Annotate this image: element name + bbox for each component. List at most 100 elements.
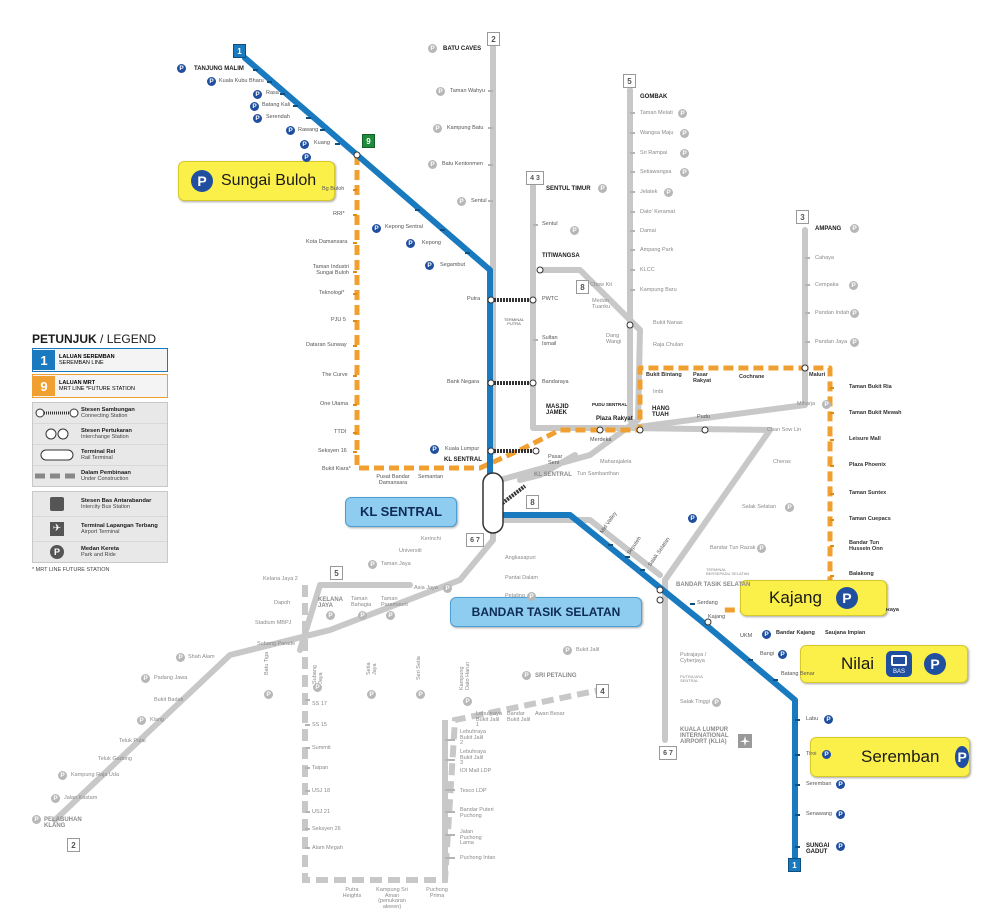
station-label: Maluri — [809, 372, 826, 378]
station-label: Ampang Park — [640, 247, 674, 253]
parking-icon: P — [824, 715, 833, 724]
station-label: Bandar Bukit Jalil — [507, 711, 531, 723]
station-label: Batu Kentonmen — [442, 161, 483, 167]
station-label: Taman Bukit Ria — [849, 384, 892, 390]
station-label: Miharja — [797, 401, 816, 407]
parking-icon: P — [302, 153, 311, 162]
station-label: UKM — [740, 633, 753, 639]
station-label: Serdang Raya — [885, 608, 899, 613]
station-label: Taman Cuepacs — [849, 516, 891, 522]
station-label: Sentul — [471, 198, 487, 204]
station-label: Alam Megah — [312, 845, 343, 851]
station-label: Putrajaya / Cyberjaya — [680, 652, 707, 664]
station-label: Cempaka — [815, 282, 839, 288]
station-label: Bank Negara — [447, 379, 480, 385]
station-label: Rawang — [298, 127, 319, 133]
kl-sentral-terminal — [482, 472, 504, 534]
parking-icon: P — [416, 690, 425, 699]
station-label: KLCC — [640, 267, 655, 273]
station-label: Kepong Sentral — [385, 224, 423, 230]
parking-icon: P — [924, 653, 947, 675]
parking-icon: P — [372, 224, 381, 233]
bus-icon: BAS — [886, 651, 913, 677]
station-label: Putra Heights — [342, 887, 362, 899]
parking-icon: P — [680, 129, 689, 138]
station-label: Segambut — [440, 262, 466, 268]
parking-icon: P — [313, 683, 322, 692]
line-5-top-badge: 5 — [623, 74, 636, 88]
seremban-line — [242, 55, 798, 863]
parking-icon: P — [463, 697, 472, 706]
station-label: Damai — [640, 228, 656, 234]
parking-icon: P — [850, 224, 859, 233]
parking-icon: P — [176, 653, 185, 662]
line-8-badge-b: 8 — [526, 495, 539, 509]
line-9-badge: 9 — [362, 134, 375, 148]
station-label: Bangi — [760, 651, 775, 657]
station-label: Chow Kit — [590, 282, 613, 288]
station-label: Serdang — [697, 600, 718, 606]
station-label: USJ 18 — [312, 788, 331, 794]
station-label: Summit — [312, 745, 331, 751]
station-label: Cochrane — [739, 374, 765, 380]
station-label: Kampung Raja Uda — [71, 772, 120, 778]
station-label: Saujana Impian — [825, 630, 866, 636]
station-label: KELANA JAYA — [318, 597, 343, 609]
parking-icon: P — [680, 149, 689, 158]
station-label: Chan Sow Lin — [767, 427, 802, 433]
parking-icon: P — [368, 560, 377, 569]
station-label: Tiroi — [806, 751, 817, 757]
station-label: SENTUL TIMUR — [546, 186, 591, 192]
station-label: Tesco LDP — [460, 788, 487, 794]
station-label: Seri Setia — [416, 656, 422, 680]
station-label: Teknologi* — [319, 290, 345, 296]
parking-icon: P — [678, 109, 687, 118]
station-label: KUALA LUMPUR INTERNATIONAL AIRPORT (KLIA… — [680, 727, 729, 745]
parking-icon: P — [207, 77, 216, 86]
station-label: Leisure Mall — [849, 436, 881, 442]
line-3-badge: 3 — [796, 210, 809, 224]
station-label: Teluk Pulai — [119, 738, 146, 744]
kl-sentral-callout: KL SENTRAL — [345, 497, 457, 527]
station-label: The Curve — [322, 372, 348, 378]
bandar-tasik-selatan-callout: BANDAR TASIK SELATAN — [450, 597, 642, 627]
parking-icon: P — [664, 188, 673, 197]
station-label: Jelatek — [640, 189, 658, 195]
parking-icon: P — [598, 184, 607, 193]
station-label: Puchong Prima — [426, 887, 448, 899]
station-label: Bukit Bintang — [646, 372, 682, 378]
parking-icon: P — [443, 584, 452, 593]
station-label: Maharajalela — [600, 459, 632, 465]
parking-icon: P — [850, 309, 859, 318]
station-label: Taman Suntex — [849, 490, 887, 496]
parking-icon: P — [177, 64, 186, 73]
station-label: Sultan Ismail — [542, 335, 558, 347]
parking-icon: P — [955, 746, 969, 768]
monorail-line — [517, 267, 643, 483]
station-label: Setiawangsa — [640, 169, 672, 175]
parking-icon: P — [386, 611, 395, 620]
station-label: Kampung Batu — [447, 125, 484, 131]
kajang-callout: Kajang P — [740, 580, 887, 616]
station-label: Lebuhraya Bukit Jalil 3 — [460, 749, 486, 766]
station-label: Batu Tiga — [264, 651, 270, 675]
callout-label: Nilai — [841, 654, 875, 673]
station-label: Dang Wangi — [606, 333, 622, 345]
station-label: Seksyen 26 — [312, 826, 341, 832]
parking-icon: P — [785, 503, 794, 512]
station-label: TERMINAL PUTRA — [503, 317, 525, 326]
station-label: Kajang — [708, 614, 726, 620]
station-label: Bukit Nanas — [653, 320, 683, 326]
station-label: Salak Selatan — [742, 504, 776, 510]
sungai-buloh-callout: P Sungai Buloh — [178, 161, 335, 201]
station-label: Lebuhraya Bukit Jalil 2 — [460, 729, 486, 746]
parking-icon: P — [141, 674, 150, 683]
nilai-callout: Nilai BAS P — [800, 645, 968, 683]
station-label: Senawang — [806, 811, 832, 817]
line-2-bottom-badge: 2 — [67, 838, 80, 852]
